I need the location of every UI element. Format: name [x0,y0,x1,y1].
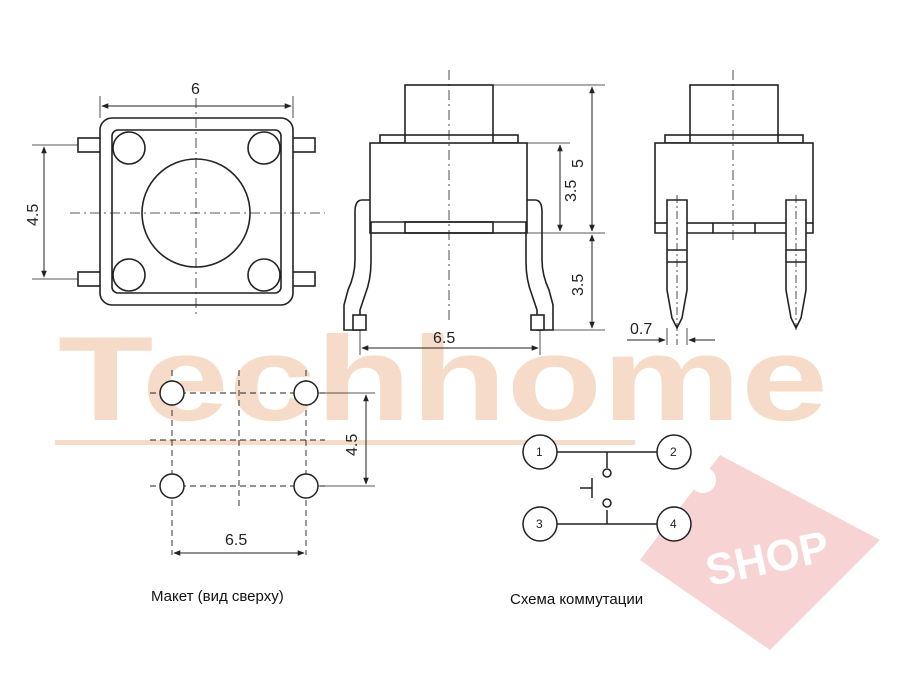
actuator-end [689,84,779,136]
side-pitch-label: 6.5 [433,330,455,347]
top-view [32,96,325,315]
schematic [522,434,692,542]
end-pin-width-label: 0.7 [630,321,652,338]
side-pin-label: 3.5 [570,274,587,296]
pin-circle-3 [522,506,558,542]
footprint-hole [293,473,319,499]
watermark: Techhome SHOP [55,312,880,650]
footprint-hole [293,380,319,406]
switch-body-top [99,117,294,306]
pin-label-4: 4 [670,517,677,531]
layout-caption: Макет (вид сверху) [151,588,284,605]
pin-label-2: 2 [670,445,677,459]
end-view [627,70,814,345]
side-view [343,70,605,355]
bent-lead-right [525,199,554,331]
side-body-label: 3.5 [563,180,580,202]
pin-circle-4 [656,506,692,542]
contact-dot [602,468,612,478]
corner-circle [112,131,146,165]
side-height-label: 5 [570,159,587,168]
pin-label-3: 3 [536,517,543,531]
layout-view [150,370,375,556]
watermark-underline [55,440,635,445]
corner-circle [247,131,281,165]
layout-height-label: 4.5 [344,434,361,456]
pin-circle-1 [522,434,558,470]
schematic-caption: Схема коммутации [510,591,643,608]
corner-circle [247,258,281,292]
switch-body-side [369,142,528,234]
top-width-label: 6 [191,81,200,98]
footprint-hole [159,473,185,499]
pin-label-1: 1 [536,445,543,459]
switch-body-inner [111,129,282,294]
contact-dot [602,498,612,508]
watermark-badge: SHOP [640,455,880,650]
top-height-label: 4.5 [25,204,42,226]
corner-circle [112,258,146,292]
watermark-brand: Techhome [58,312,828,446]
pin-circle-2 [656,434,692,470]
layout-width-label: 6.5 [225,532,247,549]
bent-lead-left [343,199,372,331]
footprint-hole [159,380,185,406]
